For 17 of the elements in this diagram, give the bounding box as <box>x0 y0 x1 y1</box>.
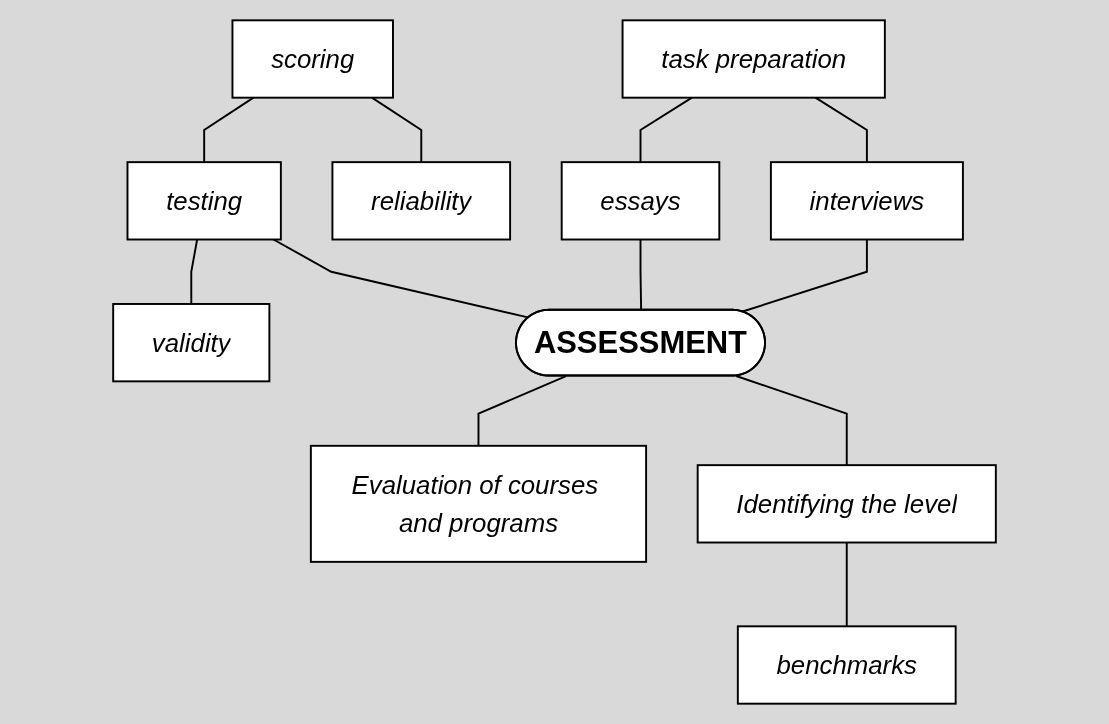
connector <box>203 96 255 164</box>
connector <box>814 96 868 164</box>
node-box: task preparation <box>621 19 886 99</box>
connector <box>735 375 848 467</box>
connector <box>639 96 693 164</box>
node-box: benchmarks <box>736 625 957 705</box>
node-box: scoring <box>231 19 394 99</box>
node-box: essays <box>560 161 721 241</box>
connector <box>740 238 868 313</box>
node-box: Identifying the level <box>696 464 997 544</box>
connector <box>477 375 567 447</box>
node-box: testing <box>126 161 282 241</box>
connector <box>845 541 848 628</box>
connector <box>190 238 199 305</box>
node-box: interviews <box>769 161 964 241</box>
node-box: Evaluation of courses and programs <box>309 444 648 563</box>
connector <box>370 96 423 164</box>
